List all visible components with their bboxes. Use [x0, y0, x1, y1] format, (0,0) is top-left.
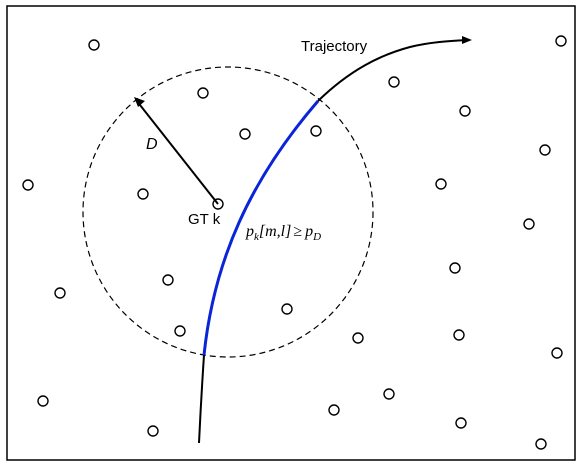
ground-terminal: [383, 388, 395, 400]
ground-terminal: [455, 417, 467, 429]
ground-terminal: [239, 128, 251, 140]
condition-k: k: [254, 231, 260, 243]
condition-geq: ≥: [293, 223, 302, 240]
ground-terminal: [37, 395, 49, 407]
ground-terminal: [555, 35, 567, 47]
ground-terminal: [523, 218, 535, 230]
diagram-frame: [6, 5, 576, 461]
ground-terminal: [54, 287, 66, 299]
radius-arrow-line: [139, 104, 219, 205]
ground-terminal: [137, 188, 149, 200]
ground-terminal: [535, 438, 547, 450]
ground-terminal: [162, 274, 174, 286]
ground-terminal: [328, 404, 340, 416]
trajectory-label: Trajectory: [301, 38, 368, 55]
ground-terminal: [197, 87, 209, 99]
trajectory-covered-segment: [202, 100, 320, 356]
condition-d-subscript: D: [312, 231, 321, 243]
gt-k-label: GT k: [188, 211, 221, 228]
trajectory-curve-outside: [198, 39, 468, 444]
radius-arrowhead: [134, 97, 145, 107]
condition-p: p: [245, 223, 254, 240]
trajectory-arrowhead: [462, 36, 472, 44]
ground-terminal: [388, 76, 400, 88]
ground-terminals: [22, 35, 567, 450]
radius-label: D: [146, 136, 158, 153]
ground-terminal: [88, 39, 100, 51]
ground-terminal: [147, 425, 159, 437]
ground-terminal: [453, 329, 465, 341]
ground-terminal: [281, 303, 293, 315]
ground-terminal: [435, 178, 447, 190]
ground-terminal: [22, 179, 34, 191]
coverage-condition: pk[m,l]≥pD: [245, 223, 321, 243]
condition-pd: p: [304, 223, 313, 240]
coverage-region-circle: [82, 66, 374, 358]
ground-terminal-k: [212, 198, 224, 210]
ground-terminal: [551, 347, 563, 359]
ground-terminal: [310, 125, 322, 137]
ground-terminal: [352, 332, 364, 344]
ground-terminal: [449, 262, 461, 274]
ground-terminal: [539, 144, 551, 156]
condition-args: [m,l]: [259, 223, 291, 240]
ground-terminal: [459, 105, 471, 117]
ground-terminal: [174, 325, 186, 337]
